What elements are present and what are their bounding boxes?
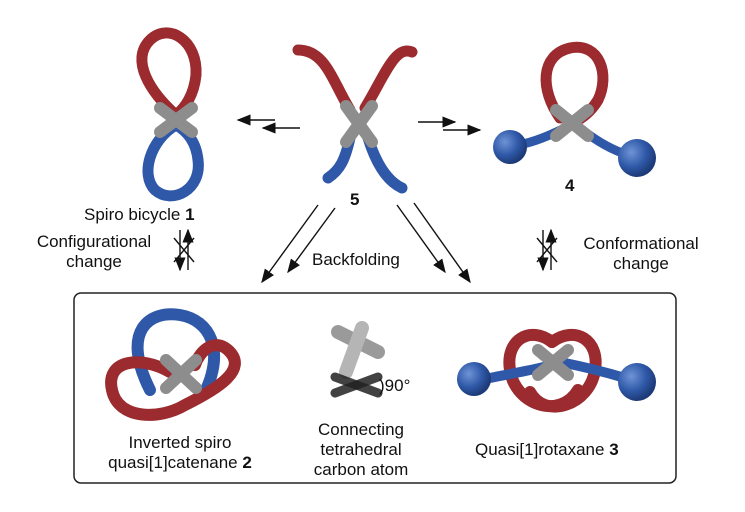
carbon-line1: Connecting	[317, 420, 404, 439]
label-compound-4: 4	[565, 176, 575, 195]
conformer-structure-4	[493, 41, 656, 177]
backfolding-arrows-left	[261, 204, 336, 284]
catenane-line2: quasi[1]catenane	[108, 453, 238, 472]
arrow-5-to-4	[418, 116, 482, 136]
carbon-line2: tetrahedral	[320, 440, 402, 459]
rotaxane-structure-3	[457, 328, 656, 413]
catenane-structure-2	[105, 308, 241, 421]
backfolding-arrows-right	[396, 202, 471, 284]
label-rotaxane: Quasi[1]rotaxane 3	[475, 440, 619, 460]
label-backfolding: Backfolding	[312, 250, 400, 269]
label-conformational-change: Conformational change	[570, 234, 712, 274]
label-tetrahedral-carbon: Connecting tetrahedral carbon atom	[300, 420, 422, 480]
configurational-line1: Configurational	[36, 232, 152, 251]
label-compound-5: 5	[350, 190, 360, 209]
label-angle: )90°	[379, 376, 411, 395]
spiro-bicycle-number: 1	[185, 205, 195, 224]
tetrahedral-carbon-model	[330, 321, 385, 398]
rotaxane-name: Quasi[1]rotaxane	[475, 440, 605, 459]
catenane-number: 2	[242, 453, 252, 472]
label-configurational-change: Configurational change	[24, 232, 164, 272]
conformational-line2: change	[613, 254, 669, 273]
label-spiro-bicycle: Spiro bicycle 1	[84, 205, 195, 225]
parent-structure-5	[292, 44, 418, 194]
conformational-line1: Conformational	[583, 234, 699, 253]
spiro-bicycle-structure	[136, 27, 204, 202]
conformational-arrows	[536, 228, 558, 272]
label-spiro-catenane: Inverted spiro quasi[1]catenane 2	[100, 433, 260, 473]
carbon-line3: carbon atom	[313, 460, 409, 479]
spiro-bicycle-name: Spiro bicycle	[84, 205, 181, 224]
configurational-arrows	[173, 228, 195, 272]
rotaxane-number: 3	[609, 440, 619, 459]
arrow-5-to-1	[236, 114, 300, 134]
configurational-line2: change	[66, 252, 122, 271]
catenane-line1: Inverted spiro	[128, 433, 232, 452]
